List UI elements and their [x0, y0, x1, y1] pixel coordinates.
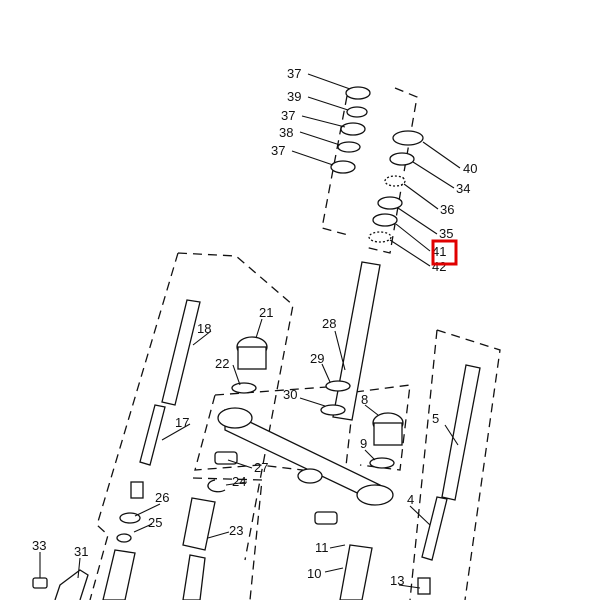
label-21: 21 [259, 305, 273, 320]
damper-group-outline [354, 384, 411, 471]
label-5: 5 [432, 411, 439, 426]
label-23: 23 [229, 523, 243, 538]
label-18: 18 [197, 321, 211, 336]
steering-stem [320, 261, 381, 421]
label-41: 41 [432, 244, 446, 259]
label-13: 13 [390, 573, 404, 588]
label-40: 40 [463, 161, 477, 176]
label-22: 22 [215, 356, 229, 371]
label-27: 27 [254, 460, 268, 475]
label-9: 9 [360, 436, 367, 451]
label-11: 11 [315, 540, 329, 555]
bearing-parts [330, 86, 424, 243]
lower-left-outline [192, 477, 263, 600]
label-37: 37 [271, 143, 285, 158]
label-37: 37 [281, 108, 295, 123]
label-35: 35 [439, 226, 453, 241]
bearing-group-outline [321, 87, 418, 254]
label-36: 36 [440, 202, 454, 217]
callout-labels: 37 39 37 38 37 40 34 36 35 41 42 21 18 2… [32, 66, 477, 588]
right-fork-outline [409, 329, 501, 600]
label-10: 10 [307, 566, 321, 581]
label-29: 29 [310, 351, 324, 366]
under-bracket [214, 407, 394, 525]
label-26: 26 [155, 490, 169, 505]
label-33: 33 [32, 538, 46, 553]
label-39: 39 [287, 89, 301, 104]
label-4: 4 [407, 492, 414, 507]
label-25: 25 [148, 515, 162, 530]
misc-parts [32, 336, 448, 600]
label-37: 37 [287, 66, 301, 81]
fork-springs [161, 299, 481, 501]
label-24: 24 [232, 474, 246, 489]
label-28: 28 [322, 316, 336, 331]
label-38: 38 [279, 125, 293, 140]
label-17: 17 [175, 415, 189, 430]
label-30: 30 [283, 387, 297, 402]
highlight-box [431, 239, 458, 266]
label-34: 34 [456, 181, 470, 196]
label-31: 31 [74, 544, 88, 559]
label-8: 8 [361, 392, 368, 407]
leader-lines [39, 73, 461, 589]
